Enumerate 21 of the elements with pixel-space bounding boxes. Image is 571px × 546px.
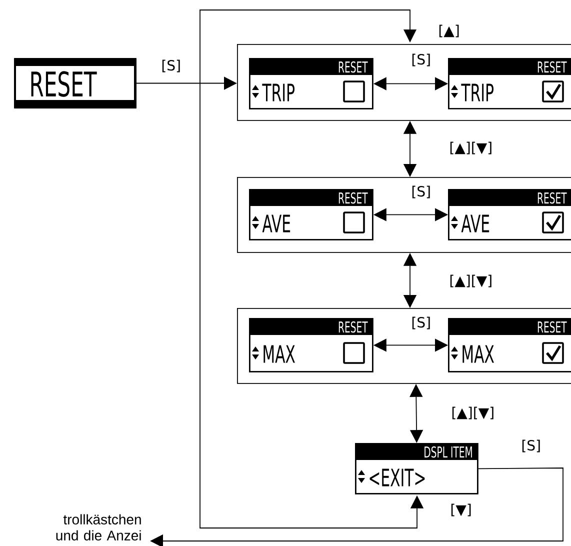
lcd-screen: RESET AVE bbox=[249, 189, 374, 240]
lcd-screen: RESET MAX bbox=[249, 318, 374, 372]
lcd-screen: RESET MAX bbox=[448, 318, 571, 372]
edge-label: [▲][▼] bbox=[448, 140, 494, 156]
panel-box bbox=[237, 308, 571, 384]
lcd-screen: RESET TRIP bbox=[448, 58, 571, 110]
panel-box bbox=[237, 177, 571, 253]
edge-label: [S] bbox=[410, 184, 432, 200]
edge-label: [▲] bbox=[437, 24, 461, 38]
lcd-screen: RESET AVE bbox=[448, 189, 571, 240]
panel-box bbox=[237, 44, 571, 121]
edge-label: [▲][▼] bbox=[450, 406, 496, 420]
edge-label: [S] bbox=[410, 52, 432, 68]
lcd-screen: RESET TRIP bbox=[249, 58, 374, 110]
edge-label: [▲][▼] bbox=[448, 274, 494, 288]
edge-label: [S] bbox=[520, 438, 542, 454]
note-text: trollkästchen und die Anzei bbox=[56, 514, 141, 540]
lcd-screen: RESET bbox=[14, 58, 136, 108]
edge-label: [S] bbox=[160, 58, 182, 74]
edge-label: [S] bbox=[410, 316, 432, 330]
lcd-screen: DSPL ITEM <EXIT> bbox=[355, 443, 478, 494]
